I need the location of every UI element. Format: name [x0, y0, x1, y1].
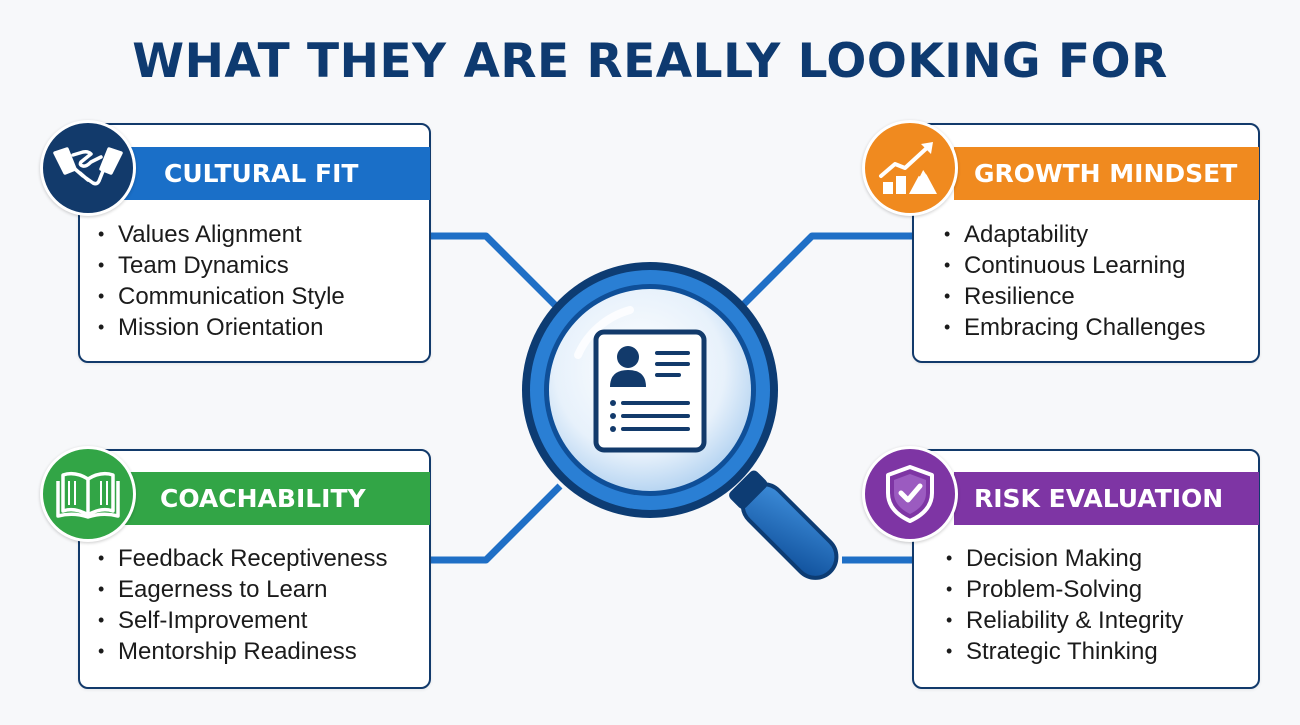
list-item: •Feedback Receptiveness	[98, 545, 388, 572]
list-item: •Self-Improvement	[98, 607, 308, 634]
connector-cultural-fit	[428, 232, 563, 313]
list-item: •Problem-Solving	[946, 576, 1143, 603]
growth-mindset-list: •Adaptability •Continuous Learning •Resi…	[944, 219, 1205, 343]
connector-coachability	[428, 483, 563, 564]
list-item: •Communication Style	[98, 283, 345, 310]
list-item: •Mission Orientation	[98, 314, 324, 341]
growth-mindset-header: GROWTH MINDSET	[954, 147, 1259, 200]
list-item: •Adaptability	[944, 221, 1089, 248]
list-item: •Continuous Learning	[944, 252, 1186, 279]
open-book-icon	[40, 446, 136, 542]
list-item: •Strategic Thinking	[946, 638, 1158, 665]
growth-mindset-card: GROWTH MINDSET •Adaptability •Continuous…	[912, 123, 1260, 363]
shield-check-icon	[862, 446, 958, 542]
coachability-card: COACHABILITY •Feedback Receptiveness •Ea…	[78, 449, 431, 689]
cultural-fit-header: CULTURAL FIT	[120, 147, 430, 200]
list-item: •Mentorship Readiness	[98, 638, 357, 665]
list-item: •Values Alignment	[98, 221, 302, 248]
risk-evaluation-title: RISK EVALUATION	[974, 484, 1224, 513]
growth-mindset-title: GROWTH MINDSET	[974, 159, 1238, 188]
handshake-icon	[40, 120, 136, 216]
list-item: •Embracing Challenges	[944, 314, 1206, 341]
magnifying-glass-resume-icon	[522, 262, 839, 580]
cultural-fit-card: CULTURAL FIT •Values Alignment •Team Dyn…	[78, 123, 431, 363]
coachability-title: COACHABILITY	[160, 484, 366, 513]
list-item: •Decision Making	[946, 545, 1143, 572]
coachability-list: •Feedback Receptiveness •Eagerness to Le…	[98, 543, 387, 667]
risk-evaluation-card: RISK EVALUATION •Decision Making •Proble…	[912, 449, 1260, 689]
coachability-header: COACHABILITY	[120, 472, 430, 525]
page-title: WHAT THEY ARE REALLY LOOKING FOR	[132, 34, 1168, 89]
connector-growth-mindset	[735, 232, 913, 313]
risk-evaluation-header: RISK EVALUATION	[954, 472, 1259, 525]
cultural-fit-title: CULTURAL FIT	[164, 159, 359, 188]
cultural-fit-list: •Values Alignment •Team Dynamics •Commun…	[98, 219, 345, 343]
list-item: •Team Dynamics	[98, 252, 289, 279]
list-item: •Eagerness to Learn	[98, 576, 328, 603]
list-item: •Reliability & Integrity	[946, 607, 1184, 634]
list-item: •Resilience	[944, 283, 1075, 310]
risk-evaluation-list: •Decision Making •Problem-Solving •Relia…	[946, 543, 1183, 667]
growth-chart-icon	[862, 120, 958, 216]
